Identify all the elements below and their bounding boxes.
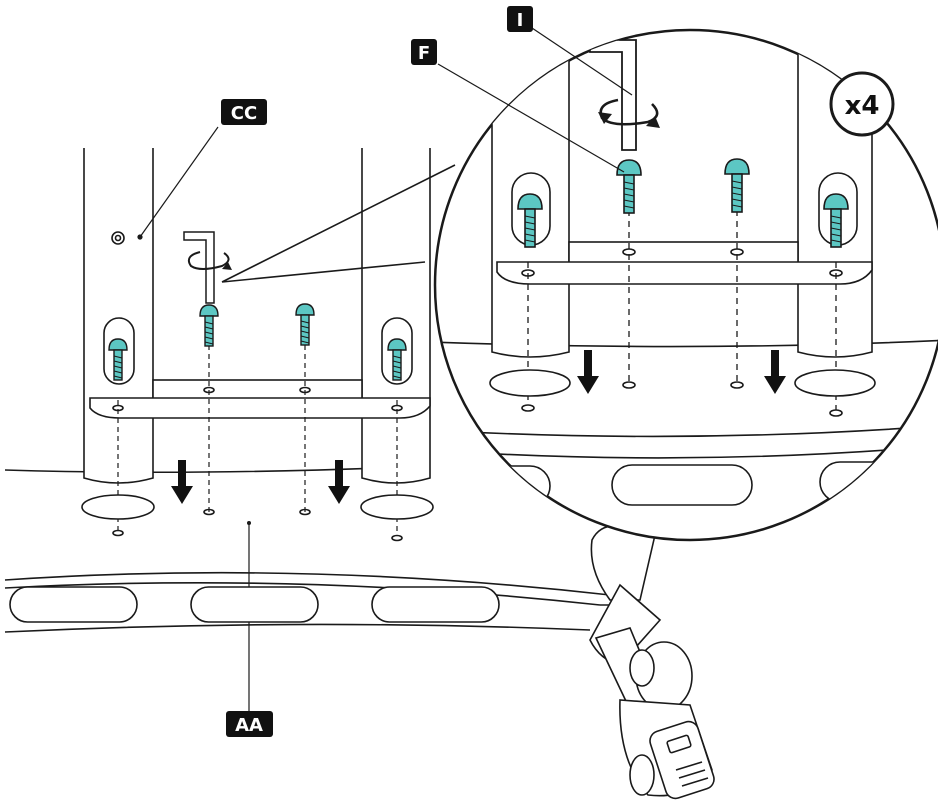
allen-key-icon	[183, 231, 215, 304]
quantity-badge: x4	[829, 71, 895, 137]
rotate-arrow-icon	[187, 251, 232, 270]
zoom-callout	[221, 164, 456, 283]
label-aa-text: AA	[235, 715, 263, 736]
label-i: I	[507, 6, 533, 32]
i-leader	[531, 27, 633, 96]
label-f: F	[411, 39, 437, 65]
down-arrow-icon	[171, 460, 350, 504]
allen-key-icon	[589, 39, 637, 151]
label-i-text: I	[517, 10, 524, 31]
caster-wheel	[589, 524, 715, 800]
main-view	[4, 126, 434, 542]
label-cc: CC	[221, 99, 267, 125]
rotate-arrow-icon	[598, 98, 660, 128]
quantity-badge-text: x4	[845, 91, 880, 121]
label-cc-text: CC	[231, 103, 257, 124]
base-rail	[4, 571, 631, 633]
label-aa: AA	[226, 711, 273, 737]
f-leader	[437, 63, 625, 173]
label-f-text: F	[418, 43, 430, 64]
